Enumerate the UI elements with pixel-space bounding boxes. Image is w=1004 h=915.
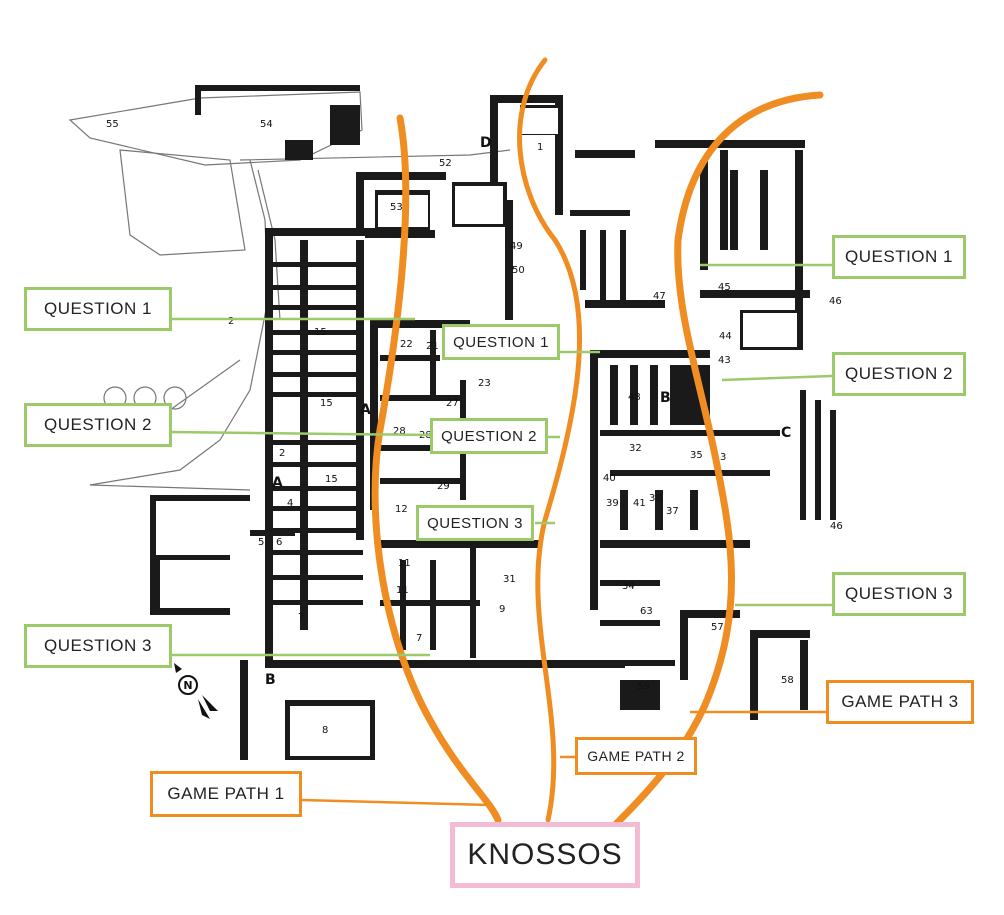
room-number: 11 <box>398 558 411 569</box>
room-number: 39 <box>606 498 619 509</box>
game-paths <box>371 57 824 829</box>
game-path-3-text: GAME PATH 3 <box>841 692 959 711</box>
question-1-text: QUESTION 1 <box>845 247 953 266</box>
question-2-label-center[interactable]: QUESTION 2 <box>430 418 548 454</box>
area-letters: A A B B C D <box>265 135 791 688</box>
game-path-2-label[interactable]: GAME PATH 2 <box>575 737 697 775</box>
question-1-label-right[interactable]: QUESTION 1 <box>832 235 966 279</box>
area-letter: A <box>272 475 283 491</box>
question-3-text: QUESTION 3 <box>427 514 523 532</box>
game-path-3-line <box>611 91 824 829</box>
game-path-1-text: GAME PATH 1 <box>167 784 285 803</box>
room-number: 41 <box>633 498 646 509</box>
question-2-text: QUESTION 2 <box>441 427 537 445</box>
room-number: 52 <box>439 158 452 169</box>
room-number: 45 <box>718 282 731 293</box>
north-symbol: N <box>183 679 192 692</box>
western-court-outline <box>68 91 511 491</box>
question-2-label-left[interactable]: QUESTION 2 <box>24 403 172 447</box>
room-number: 12 <box>395 504 408 515</box>
question-3-label-center[interactable]: QUESTION 3 <box>416 505 534 541</box>
question-2-text: QUESTION 2 <box>845 364 953 383</box>
label-connectors <box>169 263 833 807</box>
room-number: 4 <box>287 498 293 509</box>
room-number: 49 <box>510 241 523 252</box>
room-number: 44 <box>719 331 732 342</box>
room-number: 7 <box>298 612 304 623</box>
room-number: 22 <box>400 339 413 350</box>
room-number: 7 <box>416 633 422 644</box>
question-3-label-left[interactable]: QUESTION 3 <box>24 624 172 668</box>
question-3-text: QUESTION 3 <box>44 636 152 655</box>
room-interiors <box>160 108 797 756</box>
room-number: 50 <box>512 265 525 276</box>
area-letter: C <box>781 425 791 441</box>
room-number: 9 <box>499 604 505 615</box>
room-number: 38 <box>649 493 662 504</box>
room-number: 54 <box>260 119 273 130</box>
room-number: 59 <box>637 681 650 692</box>
room-number: 6 <box>276 537 282 548</box>
room-number: 2 <box>228 316 234 327</box>
room-number: 55 <box>106 119 119 130</box>
game-path-2-line <box>517 57 583 823</box>
room-number: 58 <box>781 675 794 686</box>
west-magazines <box>273 262 363 605</box>
room-number: 2 <box>279 448 285 459</box>
room-number: 40 <box>603 473 616 484</box>
room-number: 29 <box>437 481 450 492</box>
map-title: KNOSSOS <box>450 822 640 888</box>
room-number: 5 <box>258 537 264 548</box>
room-number: 35 <box>690 450 703 461</box>
room-number: 46 <box>830 521 843 532</box>
room-number: 11 <box>396 585 409 596</box>
room-number: 21 <box>426 341 439 352</box>
room-number: 37 <box>666 506 679 517</box>
room-number: 23 <box>478 378 491 389</box>
room-number: 15 <box>314 327 327 338</box>
room-number: 47 <box>653 291 666 302</box>
question-2-label-right[interactable]: QUESTION 2 <box>832 352 966 396</box>
north-arrow-icon: N <box>174 663 218 719</box>
room-number: 43 <box>718 355 731 366</box>
room-number: 27 <box>446 398 459 409</box>
room-number: 3 <box>720 452 726 463</box>
question-1-label-center[interactable]: QUESTION 1 <box>442 324 560 360</box>
room-number: 48 <box>628 392 641 403</box>
room-number: 53 <box>390 202 403 213</box>
question-3-text: QUESTION 3 <box>845 584 953 603</box>
question-3-label-right[interactable]: QUESTION 3 <box>832 572 966 616</box>
game-path-3-label[interactable]: GAME PATH 3 <box>826 680 974 724</box>
question-1-text: QUESTION 1 <box>453 333 549 351</box>
game-path-1-label[interactable]: GAME PATH 1 <box>150 771 302 817</box>
room-number: 8 <box>322 725 328 736</box>
room-number: 34 <box>622 581 635 592</box>
room-number: 46 <box>829 296 842 307</box>
room-number: 57 <box>711 622 724 633</box>
game-path-2-text: GAME PATH 2 <box>587 748 685 764</box>
area-letter: B <box>265 672 276 688</box>
room-number: 28 <box>393 426 406 437</box>
area-letter: B <box>660 390 671 406</box>
area-letter: A <box>360 402 371 418</box>
room-number: 63 <box>640 606 653 617</box>
room-number: 31 <box>503 574 516 585</box>
room-number: 15 <box>325 474 338 485</box>
map-title-text: KNOSSOS <box>467 838 623 871</box>
room-number: 1 <box>537 142 543 153</box>
room-number: 15 <box>320 398 333 409</box>
room-number: 32 <box>629 443 642 454</box>
game-path-1-line <box>371 114 502 824</box>
question-2-text: QUESTION 2 <box>44 415 152 434</box>
question-1-label-left[interactable]: QUESTION 1 <box>24 287 172 331</box>
area-letter: D <box>480 135 492 151</box>
question-1-text: QUESTION 1 <box>44 299 152 318</box>
